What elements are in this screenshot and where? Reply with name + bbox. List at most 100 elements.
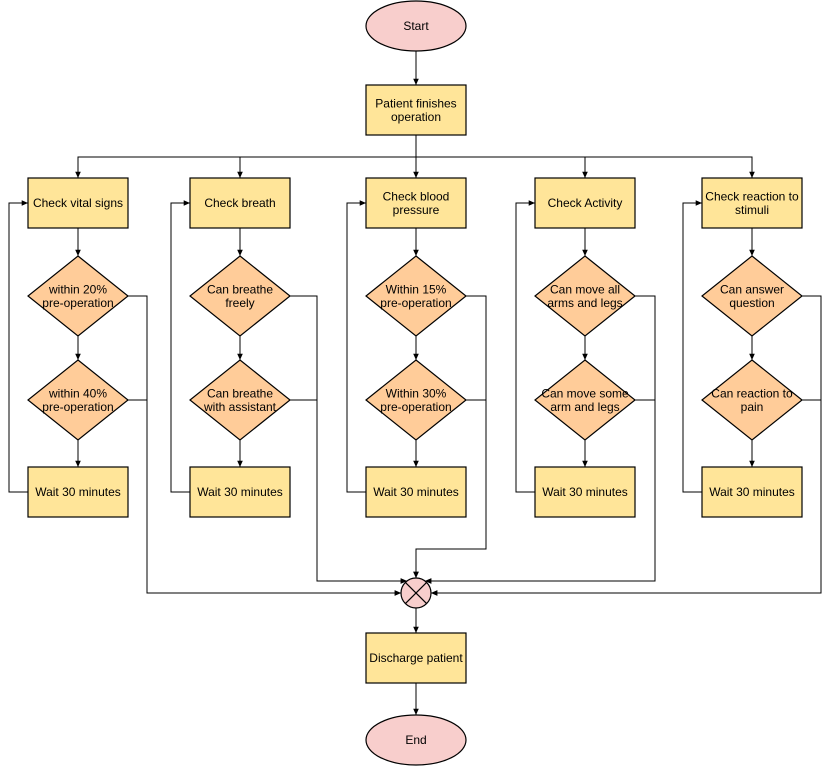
connector-d1a-to-merge (128, 295, 401, 596)
node-c2: Check breath (189, 177, 291, 229)
terminal-shape (365, 0, 467, 52)
node-label: Discharge patient (369, 651, 463, 665)
node-w1: Wait 30 minutes (27, 466, 129, 518)
node-d3a: Within 15%pre-operation (365, 255, 467, 337)
connector-w4-to-c4 (515, 200, 535, 493)
node-label: Wait 30 minutes (709, 485, 795, 499)
node-label: pain (741, 400, 764, 414)
process-box (27, 466, 129, 518)
node-label: operation (391, 110, 441, 124)
connectors (8, 51, 822, 715)
connector-w1-to-c1 (8, 200, 28, 493)
connector-d5a-to-merge (431, 295, 822, 596)
connector-d1b-to-merge (128, 399, 401, 596)
node-label: pressure (393, 203, 440, 217)
node-label: within 40% (48, 386, 107, 400)
connector-d4b-to-merge (425, 399, 656, 584)
process-box (27, 177, 129, 229)
decision-diamond (27, 255, 129, 337)
process-box (189, 466, 291, 518)
node-label: pre-operation (42, 400, 113, 414)
process-box (365, 466, 467, 518)
node-w5: Wait 30 minutes (701, 466, 803, 518)
node-discharge: Discharge patient (365, 632, 467, 684)
node-label: Can move all (550, 282, 620, 296)
process-box (365, 632, 467, 684)
node-d1b: within 40%pre-operation (27, 359, 129, 441)
node-label: freely (225, 296, 254, 310)
node-label: Wait 30 minutes (197, 485, 283, 499)
node-label: Can breathe (207, 386, 273, 400)
process-box (701, 177, 803, 229)
node-label: Can breathe (207, 282, 273, 296)
connector-d2a-to-merge (290, 295, 407, 584)
node-label: pre-operation (380, 400, 451, 414)
node-label: arm and legs (550, 400, 619, 414)
connector-d2b-to-merge (290, 399, 407, 584)
node-label: stimuli (735, 203, 769, 217)
decision-diamond (365, 359, 467, 441)
node-label: Start (403, 19, 429, 33)
process-box (701, 466, 803, 518)
merge-junction-icon (400, 577, 432, 609)
node-end: End (365, 714, 467, 766)
node-label: arms and legs (547, 296, 622, 310)
terminal-shape (365, 714, 467, 766)
decision-diamond (534, 359, 636, 441)
node-label: Patient finishes (375, 96, 456, 110)
connector-d3b-to-merge (413, 399, 487, 578)
node-label: Wait 30 minutes (35, 485, 121, 499)
node-label: Check blood (383, 189, 450, 203)
process-box (534, 177, 636, 229)
connector-w5-to-c5 (682, 200, 702, 493)
node-label: End (405, 733, 426, 747)
connector-w3-to-c3 (346, 200, 366, 493)
node-label: Within 15% (386, 282, 447, 296)
node-label: Can reaction to (711, 386, 793, 400)
node-label: Within 30% (386, 386, 447, 400)
node-d3b: Within 30%pre-operation (365, 359, 467, 441)
connector-d3a-to-merge (413, 295, 487, 578)
node-label: Wait 30 minutes (542, 485, 628, 499)
node-label: pre-operation (380, 296, 451, 310)
decision-diamond (534, 255, 636, 337)
node-label: Check breath (204, 196, 275, 210)
node-label: within 20% (48, 282, 107, 296)
node-label: pre-operation (42, 296, 113, 310)
connector-op-to-c2 (237, 135, 417, 178)
decision-diamond (701, 359, 803, 441)
node-label: Can answer (720, 282, 784, 296)
node-label: Check reaction to (705, 189, 799, 203)
node-label: Can move some (541, 386, 629, 400)
connector-op-to-c5 (415, 135, 755, 178)
decision-diamond (189, 255, 291, 337)
decision-diamond (365, 255, 467, 337)
node-label: with assistant (203, 400, 277, 414)
node-merge (400, 577, 432, 609)
process-box (189, 177, 291, 229)
node-w4: Wait 30 minutes (534, 466, 636, 518)
node-w2: Wait 30 minutes (189, 466, 291, 518)
node-c1: Check vital signs (27, 177, 129, 229)
node-label: question (729, 296, 774, 310)
node-d1a: within 20%pre-operation (27, 255, 129, 337)
node-w3: Wait 30 minutes (365, 466, 467, 518)
node-c4: Check Activity (534, 177, 636, 229)
connector-d5b-to-merge (431, 399, 822, 596)
decision-diamond (27, 359, 129, 441)
connector-w2-to-c2 (170, 200, 190, 493)
decision-diamond (701, 255, 803, 337)
process-box (534, 466, 636, 518)
connector-d4a-to-merge (425, 295, 656, 584)
